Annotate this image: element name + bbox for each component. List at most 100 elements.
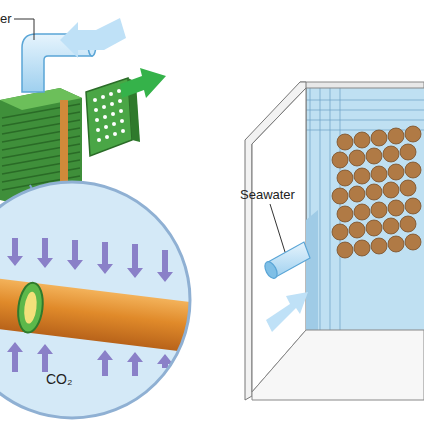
illustration-part (0, 238, 192, 376)
illustration-part (111, 112, 115, 116)
illustration-part (371, 238, 387, 254)
seawater-pipe (262, 242, 310, 280)
illustration-part (94, 108, 98, 112)
illustration-part (2, 152, 80, 166)
illustration-part (60, 100, 68, 190)
illustration-part (0, 182, 190, 418)
leader-line (14, 19, 34, 20)
illustration-part (337, 170, 353, 186)
illustration-part (354, 168, 370, 184)
illustration-part (340, 82, 341, 330)
illustration-part (117, 89, 121, 93)
flow-arrow (120, 68, 166, 98)
illustration-part (96, 128, 100, 132)
illustration-part (306, 210, 318, 340)
illustration-part (120, 119, 124, 123)
illustration-part (354, 132, 370, 148)
illustration-part (2, 144, 80, 158)
illustration-part (320, 82, 321, 330)
illustration-part (383, 182, 399, 198)
illustration-part (405, 126, 421, 142)
flow-arrow (60, 18, 126, 58)
illustration-part (371, 202, 387, 218)
illustration-part (113, 132, 117, 136)
leader-line (34, 19, 35, 40)
illustration-part (97, 242, 113, 274)
part-label: Seawater (240, 188, 295, 202)
illustration-part (121, 129, 125, 133)
illustration-part (400, 144, 416, 160)
co2-arrows (7, 238, 173, 376)
illustration-part (2, 160, 80, 174)
illustration-part (300, 82, 424, 330)
leader-line (270, 204, 285, 252)
illustration-part (95, 118, 99, 122)
illustration-part (2, 112, 80, 126)
illustration-part (93, 89, 125, 142)
illustration-part (330, 82, 331, 330)
seawater-tank (245, 82, 424, 400)
illustration-part (388, 236, 404, 252)
illustration-part (400, 180, 416, 196)
illustration-part (60, 100, 68, 190)
illustration-part (405, 162, 421, 178)
illustration-part (354, 240, 370, 256)
illustration-part (366, 184, 382, 200)
illustration-part (388, 164, 404, 180)
illustration-part (2, 104, 80, 190)
illustration-part (103, 115, 107, 119)
illustration-part (67, 240, 83, 270)
illustration-part (127, 244, 143, 278)
illustration-part (7, 342, 23, 372)
illustration-part (300, 110, 424, 111)
part-label: CO₂ (46, 372, 72, 387)
illustration-part (157, 250, 173, 282)
illustration-part (405, 234, 421, 250)
illustration-part (383, 218, 399, 234)
illustration-part (7, 238, 23, 266)
illustration-part (349, 150, 365, 166)
illustration-part (37, 344, 53, 372)
illustration-part (337, 134, 353, 150)
pebbles (332, 126, 421, 258)
illustration-part (37, 238, 53, 268)
illustration-part (104, 125, 108, 129)
illustration-part (332, 224, 348, 240)
illustration-part (118, 99, 122, 103)
illustration-part (2, 168, 80, 182)
flow-arrow (266, 292, 308, 332)
illustration-part (337, 242, 353, 258)
illustration-part (0, 274, 192, 352)
illustration-part (388, 200, 404, 216)
illustration-part (112, 122, 116, 126)
illustration-part (2, 104, 80, 118)
illustration-part (354, 204, 370, 220)
illustration-part (2, 136, 80, 150)
illustration-part (337, 206, 353, 222)
part-label: er (0, 12, 12, 26)
illustration-part (0, 274, 192, 352)
illustration-part (262, 260, 279, 281)
illustration-part (300, 130, 424, 131)
magnified-view (0, 182, 192, 418)
illustration-part (119, 109, 123, 113)
illustration-part (349, 222, 365, 238)
illustration-part (97, 350, 113, 376)
illustration-part (366, 148, 382, 164)
illustration-part (332, 152, 348, 168)
illustration-part (371, 166, 387, 182)
illustration-part (383, 146, 399, 162)
illustration-part (102, 105, 106, 109)
illustration-part (105, 135, 109, 139)
illustration-part (300, 120, 424, 121)
illustration-part (15, 281, 45, 334)
illustration-part (388, 128, 404, 144)
illustration-part (332, 188, 348, 204)
illustration-part (349, 186, 365, 202)
illustration-part (127, 352, 143, 376)
illustration-part (300, 100, 424, 101)
illustration-part (300, 82, 424, 330)
illustration-part (252, 330, 424, 400)
